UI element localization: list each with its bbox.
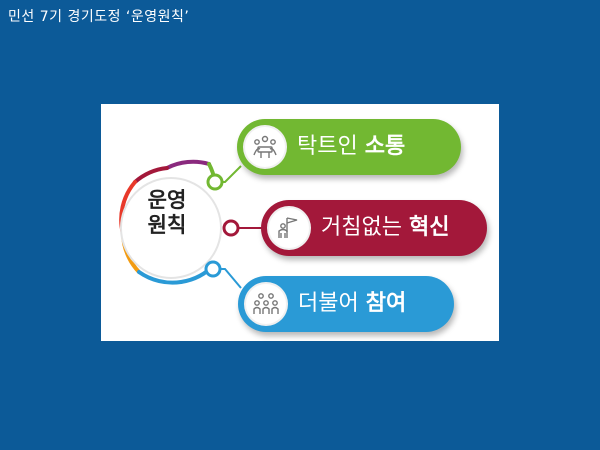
center-line-1: 운영 bbox=[147, 188, 187, 212]
pill-communication: 탁트인 소통 bbox=[237, 119, 461, 175]
center-label: 운영 원칙 bbox=[128, 188, 206, 238]
label-bold: 혁신 bbox=[408, 215, 450, 240]
pill-innovation: 거침없는 혁신 bbox=[261, 200, 487, 256]
connector-lines bbox=[119, 159, 263, 289]
people-group-icon bbox=[244, 282, 288, 326]
flag-leader-icon bbox=[267, 206, 311, 250]
label-normal: 탁트인 bbox=[297, 134, 365, 159]
label-normal: 더불어 bbox=[298, 291, 366, 316]
diagram-card: 운영 원칙 탁트인 소통 bbox=[101, 104, 499, 341]
slide-title: 민선 7기 경기도정 ‘운영원칙’ bbox=[8, 9, 190, 25]
pill-label: 더불어 참여 bbox=[298, 276, 406, 332]
label-bold: 참여 bbox=[365, 291, 407, 316]
center-line-2: 원칙 bbox=[147, 213, 187, 237]
meeting-group-icon bbox=[243, 125, 287, 169]
pill-label: 탁트인 소통 bbox=[297, 119, 405, 175]
pill-participation: 더불어 참여 bbox=[238, 276, 454, 332]
label-normal: 거침없는 bbox=[321, 215, 409, 240]
pill-label: 거침없는 혁신 bbox=[321, 200, 449, 256]
label-bold: 소통 bbox=[364, 134, 406, 159]
red-node bbox=[222, 219, 240, 237]
blue-node bbox=[204, 260, 222, 278]
green-node bbox=[206, 173, 224, 191]
